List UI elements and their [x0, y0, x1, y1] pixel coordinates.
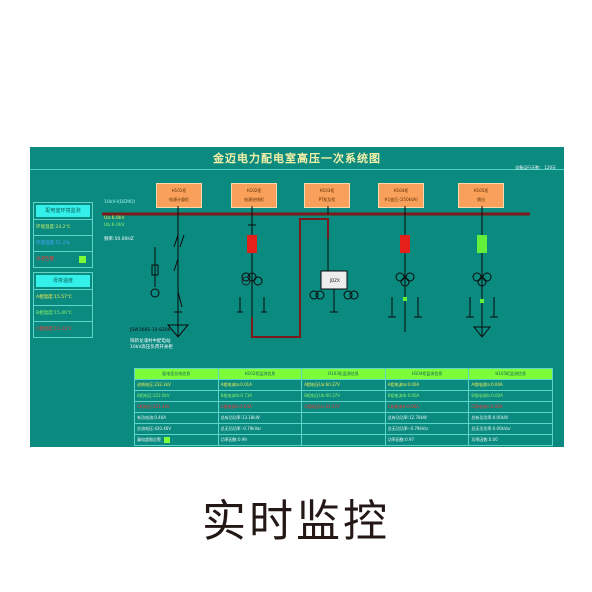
table-cell: 有功电流:0.46A [134, 412, 219, 424]
cabinet-note-type: 10kV高压负荷开关柜 [130, 345, 173, 350]
feeder-h104[interactable]: H104柜#1变压 (250kVA) [378, 183, 424, 208]
breaker-h104 [400, 235, 410, 253]
table-cell: A相电流Ia:0.00A [384, 379, 470, 391]
feeder-h101[interactable]: H101柜电源计量柜 [156, 183, 202, 208]
busbar-temperature-panel: 母排温度 A相温度:15.57℃ B相温度:15.46℃ C相温度:15.22℃ [33, 272, 93, 338]
table-cell: A相电流Ia:0.01A [217, 379, 303, 391]
table-header: 配电室总线信息 [134, 368, 219, 380]
table-cell [301, 412, 386, 424]
table-cell: 总有功功率:12.78kW [384, 412, 470, 424]
bus-frequency: 频率:50.00HZ [104, 237, 134, 242]
caption: 实时监控 [202, 496, 390, 547]
table-cell: 功率因数:0.99 [217, 434, 303, 446]
table-cell: C相电压Uc:61.27V [301, 401, 386, 413]
environment-panel-header: 配电室环境监测 [36, 205, 90, 217]
leakage-status-indicator [164, 437, 170, 443]
busbar-panel-header: 母排温度 [36, 275, 90, 287]
page-title: 金迈电力配电室高压一次系统图 [213, 152, 381, 165]
table-cell: 交流电压:420.46V [134, 423, 219, 435]
flood-status-indicator [79, 256, 86, 263]
feeder-h105[interactable]: H105柜馈出 [458, 183, 504, 208]
table-cell: B相电流Ib:0.00A [468, 390, 553, 402]
table-cell: C相电流Ic:0.00A [468, 401, 553, 413]
bus-name: 10kV-I(DEMO) [104, 200, 136, 205]
table-cell: B相电压:222.0kV [134, 390, 219, 402]
table-cell: 总无功功率:0.00kVar [468, 423, 553, 435]
table-header: H104柜监测信息 [384, 368, 470, 380]
table-cell [301, 434, 386, 446]
busbar-row-b: B相温度:15.46℃ [34, 305, 92, 321]
table-cell: C相电流Ic:0.03A [217, 401, 303, 413]
table-cell: 总无功功率:-0.79kVar [217, 423, 303, 435]
env-row-temperature: 环境温度:24.2℃ [34, 219, 92, 235]
cabinet-note-model: JSW1K6S-10-8206 [130, 328, 171, 333]
table-cell: A相电压Ua:60.37V [301, 379, 386, 391]
table-cell: C相电压:221.4kV [134, 401, 219, 413]
table-cell: B相电流Ib:0.00A [384, 390, 470, 402]
bus-ua: Ua:6.0kV [104, 216, 125, 221]
table-header: H102柜监测信息 [217, 368, 303, 380]
table-header: H105柜监测信息 [468, 368, 553, 380]
single-line-diagram: JDZX [102, 206, 530, 338]
table-cell: C相电流Ic:0.00A [384, 401, 470, 413]
table-cell: 总有功功率:0.00kW [468, 412, 553, 424]
table-cell: 总有功功率:13.18kW [217, 412, 303, 424]
table-cell: B相电压Ub:60.37V [301, 390, 386, 402]
table-cell: 漏电超限告警 [134, 434, 219, 446]
pt-label: JDZX [329, 278, 340, 283]
busbar-row-c: C相温度:15.22℃ [34, 321, 92, 337]
env-row-humidity: 环境湿度:51.2% [34, 235, 92, 251]
table-header-row: 配电室总线信息 H102柜监测信息 H103柜监测信息 H104柜监测信息 H1… [134, 368, 553, 380]
monitoring-table: 配电室总线信息 H102柜监测信息 H103柜监测信息 H104柜监测信息 H1… [134, 368, 553, 446]
table-cell: 进线电压:232.2kV [134, 379, 219, 391]
env-row-flood-alarm: 水浸告警 [34, 251, 92, 267]
feeder-h102[interactable]: H102柜电源进线柜 [231, 183, 277, 208]
bus-ub: Ub:6.0kV [104, 223, 125, 228]
busbar-row-a: A相温度:15.57℃ [34, 289, 92, 305]
table-cell: B相电流Ib:0.73A [217, 390, 303, 402]
cabinet-note-station: 阳新龙浦村中配电站 [130, 339, 171, 344]
table-cell: 总无功功率:-0.79kVar [384, 423, 470, 435]
breaker-h102 [247, 235, 257, 253]
table-cell [301, 423, 386, 435]
runtime-days: 设备运行天数： 120天 [515, 165, 556, 170]
breaker-h105 [477, 235, 487, 253]
table-cell: 功率因数:0.97 [384, 434, 470, 446]
table-header: H103柜监测信息 [301, 368, 386, 380]
title-bar: 金迈电力配电室高压一次系统图 设备运行天数： 120天 [30, 147, 564, 170]
environment-panel: 配电室环境监测 环境温度:24.2℃ 环境湿度:51.2% 水浸告警 [33, 202, 93, 268]
table-cell: 功率因数:0.00 [468, 434, 553, 446]
table-cell: A相电流Ia:0.00A [468, 379, 553, 391]
